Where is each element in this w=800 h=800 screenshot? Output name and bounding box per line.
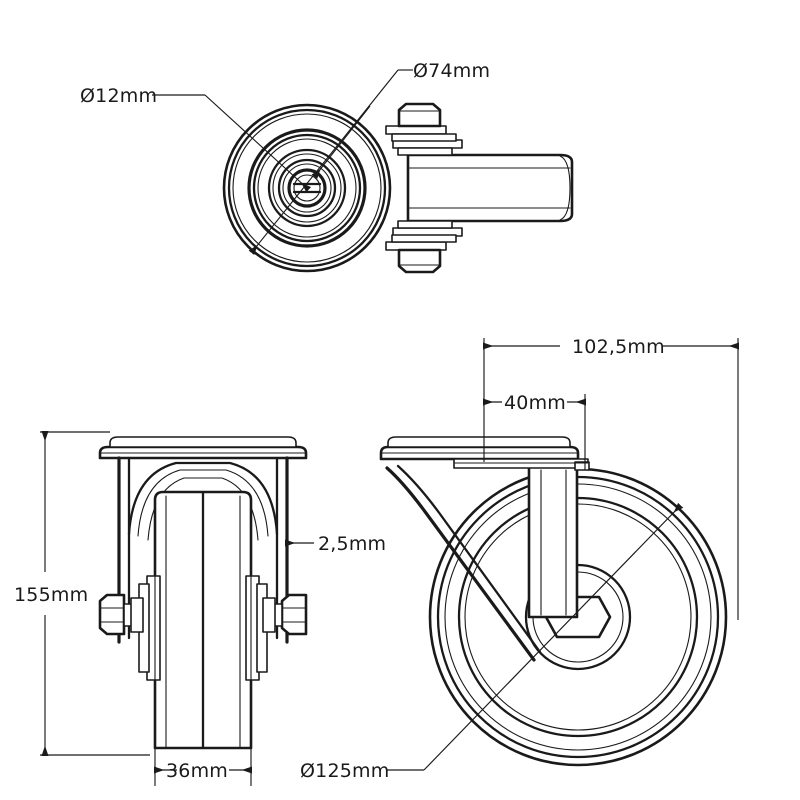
dimension-wheel-diameter: Ø125mm [300, 502, 684, 782]
dimension-label-height: 155mm [14, 584, 88, 606]
top-view: Ø12mm Ø74mm [80, 60, 574, 274]
top-view-stem [406, 153, 574, 223]
dimension-label-bore: Ø12mm [80, 85, 157, 107]
dimension-label-length: 102,5mm [572, 336, 665, 358]
dimension-tread-width: 36mm [153, 748, 253, 786]
front-view: 155mm 36mm 2,5mm [14, 430, 386, 786]
top-view-upper-hardware [385, 102, 463, 156]
front-view-top-plate [98, 436, 308, 460]
side-view-fork-strut [527, 464, 579, 619]
dimension-label-offset: 40mm [504, 392, 566, 414]
dimension-overall-height: 155mm [14, 430, 150, 757]
dimension-label-hub: Ø74mm [413, 60, 490, 82]
front-view-axle-bolt-left [98, 593, 144, 636]
dimension-label-tread: 36mm [166, 760, 228, 782]
top-view-lower-hardware [385, 220, 463, 274]
dimension-label-wheel: Ø125mm [300, 760, 389, 782]
dimension-hub-diameter: Ø74mm [248, 60, 490, 256]
front-view-axle-nut-right [262, 593, 308, 636]
side-view: 102,5mm 40mm Ø125mm [300, 336, 740, 782]
side-view-top-plate [379, 436, 590, 471]
side-view-swivel-arm [385, 464, 542, 662]
dimension-plate-thickness: 2,5mm [284, 533, 386, 555]
dimension-bore-diameter: Ø12mm [80, 85, 312, 193]
dimension-label-plate: 2,5mm [318, 533, 386, 555]
front-view-hub-right [245, 575, 268, 681]
front-view-wheel [153, 490, 253, 750]
dimension-swivel-offset: 40mm [482, 392, 587, 470]
